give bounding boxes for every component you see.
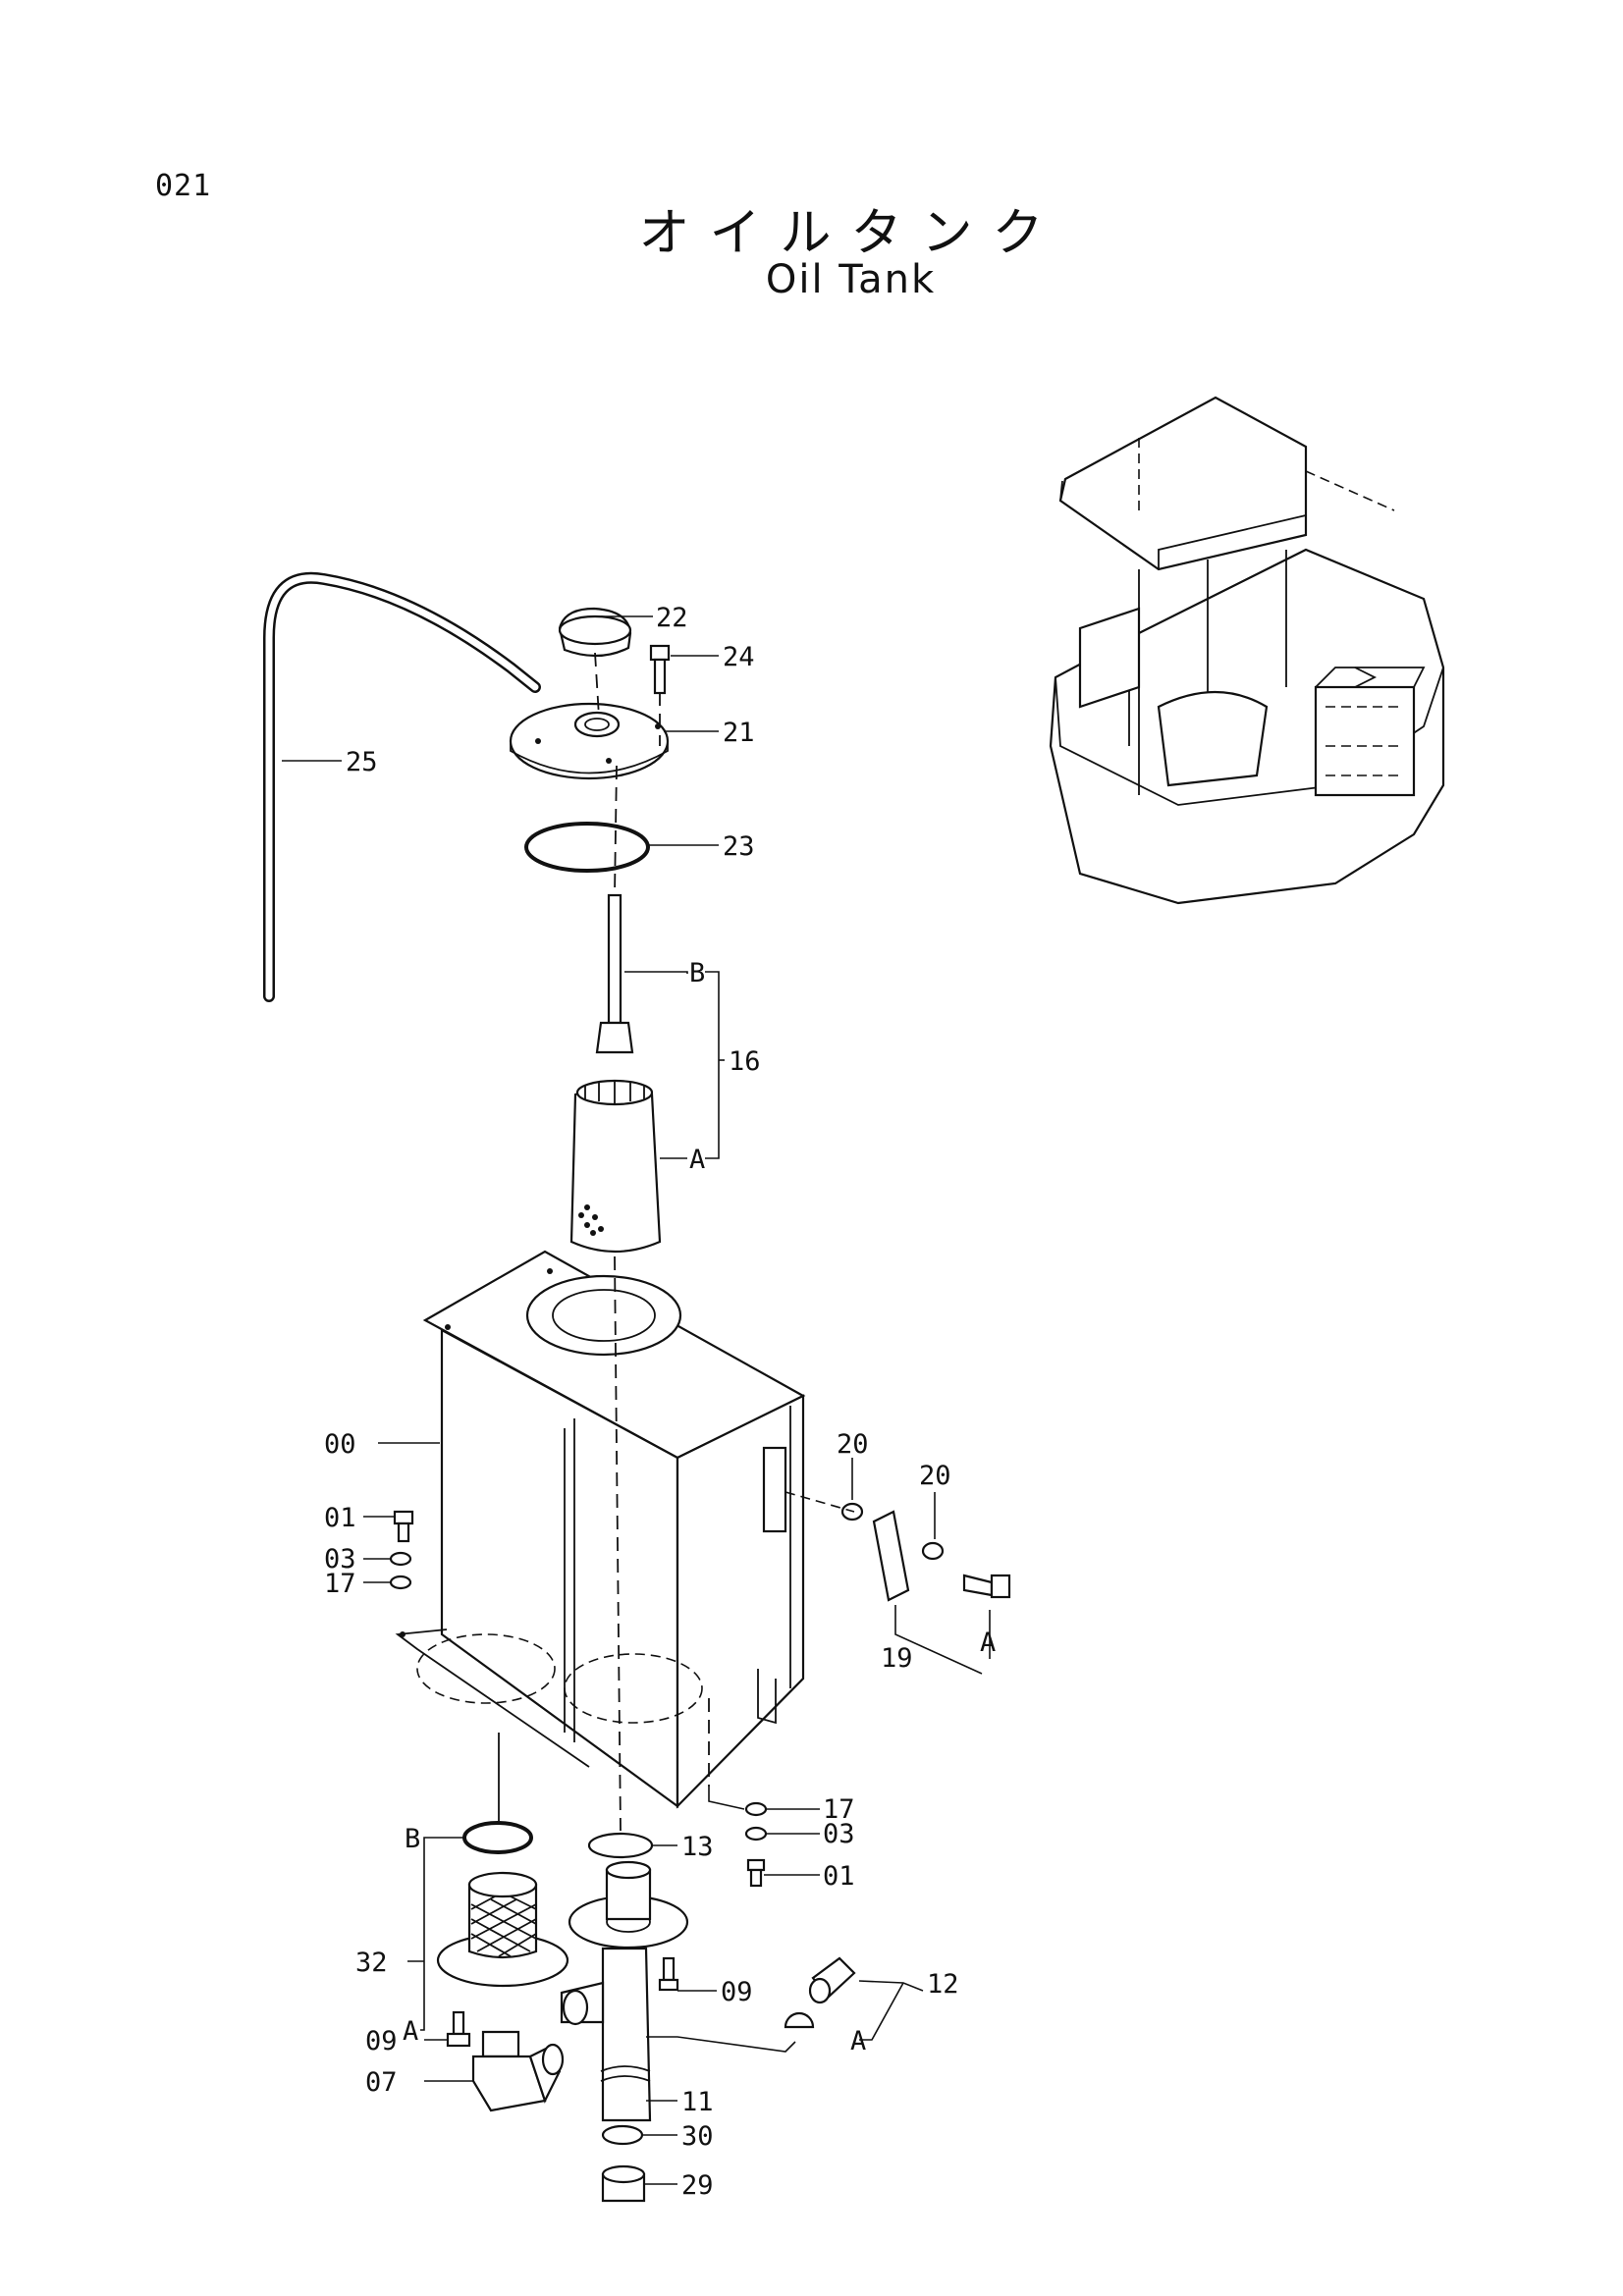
- callout-17-lower: 17: [823, 1794, 855, 1825]
- callout-24: 24: [723, 642, 755, 672]
- callout-09-right: 09: [721, 1977, 753, 2007]
- breather-hose: [263, 571, 541, 1002]
- o-ring-13: [587, 1832, 654, 1859]
- fitting-12: [784, 1956, 856, 2029]
- callout-29: 29: [681, 2170, 714, 2201]
- drain-plug-01-lower: [744, 1801, 768, 1888]
- page-number: 021: [155, 169, 212, 203]
- callout-13: 13: [681, 1832, 714, 1862]
- callout-03-lower: 03: [823, 1819, 855, 1849]
- callout-01-lower: 01: [823, 1861, 855, 1892]
- callout-12: 12: [927, 1969, 959, 2000]
- return-filter-element: [569, 893, 662, 1254]
- callout-16: 16: [729, 1046, 761, 1077]
- callout-11: 11: [681, 2087, 714, 2117]
- callout-labels: 22 24 21 25 23 B 16 A 00 01 03 17 20 20 …: [324, 603, 996, 2201]
- assembly-centerlines: [594, 652, 855, 1832]
- callout-32: 32: [355, 1948, 388, 1978]
- bolt-24: [649, 644, 671, 695]
- callout-03-upper: 03: [324, 1544, 356, 1575]
- drain-plug-01-upper: [389, 1510, 414, 1590]
- callout-b-lower: B: [405, 1824, 420, 1854]
- callout-b-upper: B: [689, 958, 705, 988]
- callout-a-fitting: A: [850, 2026, 866, 2056]
- bolt-09-right: [658, 1956, 679, 1992]
- machine-location-view: [1049, 396, 1445, 905]
- title-english: Oil Tank: [765, 257, 937, 302]
- callout-25: 25: [346, 747, 378, 777]
- callout-07: 07: [365, 2067, 398, 2098]
- callout-09-left: 09: [365, 2026, 398, 2056]
- callout-a-bracket: A: [980, 1628, 996, 1658]
- callout-a-upper: A: [689, 1145, 705, 1175]
- callout-00: 00: [324, 1429, 356, 1460]
- callout-a-strainer: A: [403, 2016, 418, 2047]
- callout-30: 30: [681, 2121, 714, 2152]
- callout-22: 22: [656, 603, 688, 633]
- callout-23: 23: [723, 831, 755, 862]
- callout-20-left: 20: [837, 1429, 869, 1460]
- filler-cap: [558, 607, 632, 658]
- o-ring-30: [601, 2124, 644, 2146]
- leader-lines: [282, 615, 991, 2185]
- o-ring-32b: [462, 1821, 533, 1854]
- callout-20-right: 20: [919, 1461, 951, 1491]
- bracket-19: [840, 1502, 1011, 1602]
- callout-21: 21: [723, 718, 755, 748]
- oil-tank-body: [395, 1250, 806, 1809]
- bolt-09-left: [446, 2010, 471, 2048]
- callout-01-upper: 01: [324, 1503, 356, 1533]
- plug-29: [601, 2164, 646, 2203]
- suction-strainer: [436, 1871, 569, 1988]
- suction-pipe: [560, 1860, 689, 2122]
- title-japanese: オイルタンク: [638, 204, 1063, 263]
- tank-cover: [509, 702, 670, 780]
- callout-17-upper: 17: [324, 1569, 356, 1599]
- callout-19: 19: [881, 1643, 913, 1674]
- elbow-07: [471, 2030, 565, 2112]
- o-ring-23: [524, 822, 650, 873]
